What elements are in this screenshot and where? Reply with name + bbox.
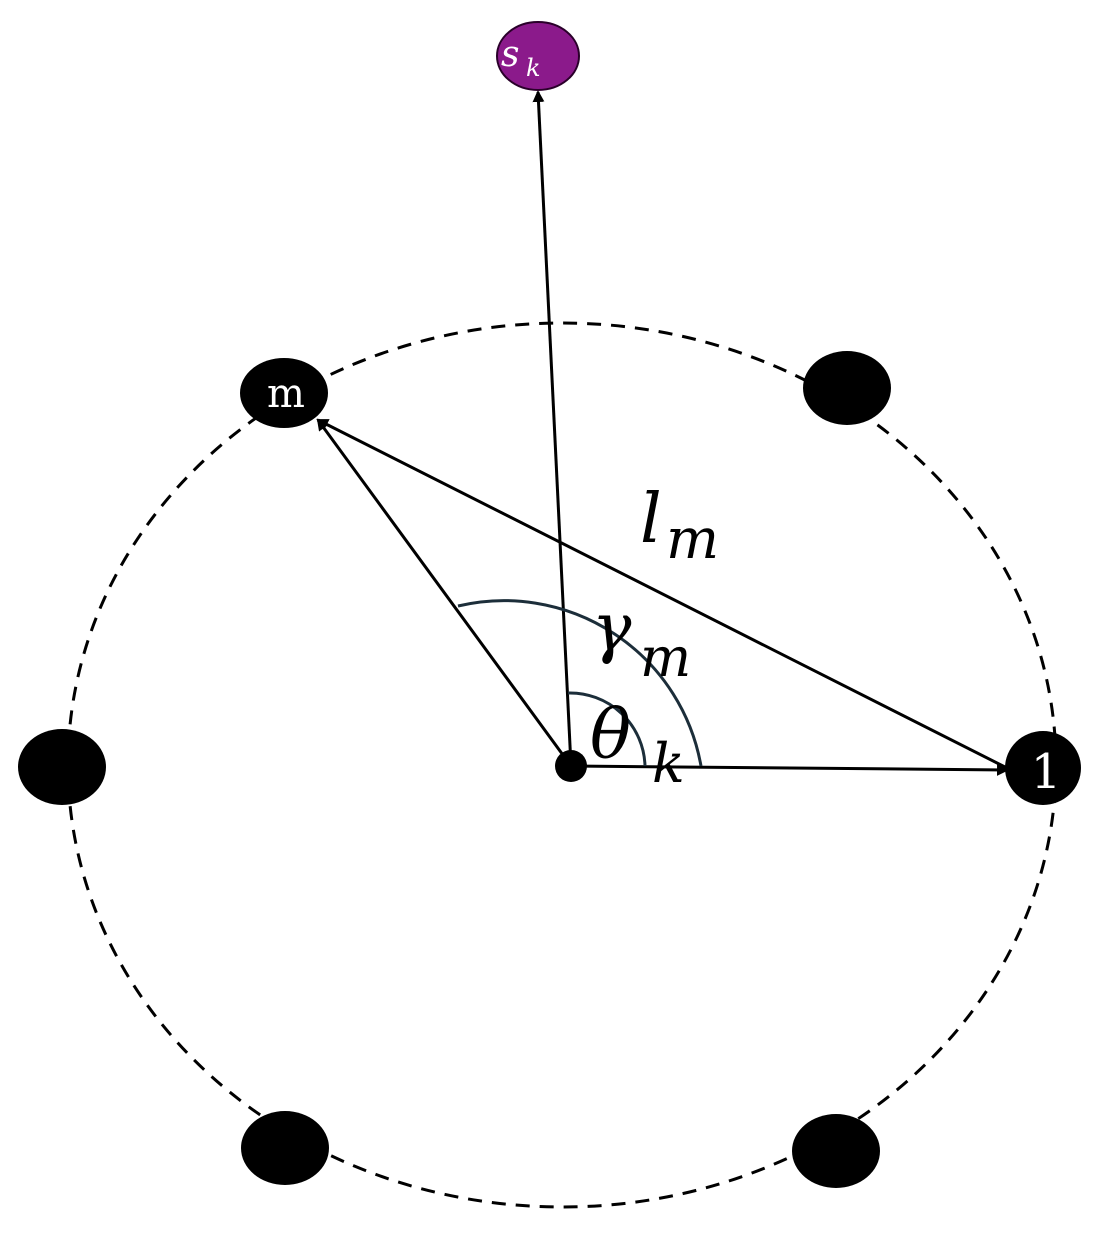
array-element-upper-right xyxy=(803,351,891,425)
element-m-label: m xyxy=(267,371,305,417)
array-element-m xyxy=(240,358,328,428)
array-element-left xyxy=(18,729,106,805)
array-element-1 xyxy=(1005,731,1081,805)
source-node xyxy=(496,21,580,91)
vector-to-element-1 xyxy=(570,763,1009,776)
baseline-element-1-to-m xyxy=(316,418,1008,770)
vector-to-element-m xyxy=(316,418,573,767)
vector-to-source xyxy=(532,90,573,767)
gamma-angle-arc xyxy=(457,599,703,767)
array-center-point xyxy=(555,750,587,782)
theta-angle-arc xyxy=(567,691,647,767)
distance-label: lm xyxy=(640,480,719,572)
array-element-lower-left xyxy=(241,1111,329,1185)
array-element-lower-right xyxy=(792,1114,880,1188)
element-1-label: 1 xyxy=(1031,744,1062,800)
